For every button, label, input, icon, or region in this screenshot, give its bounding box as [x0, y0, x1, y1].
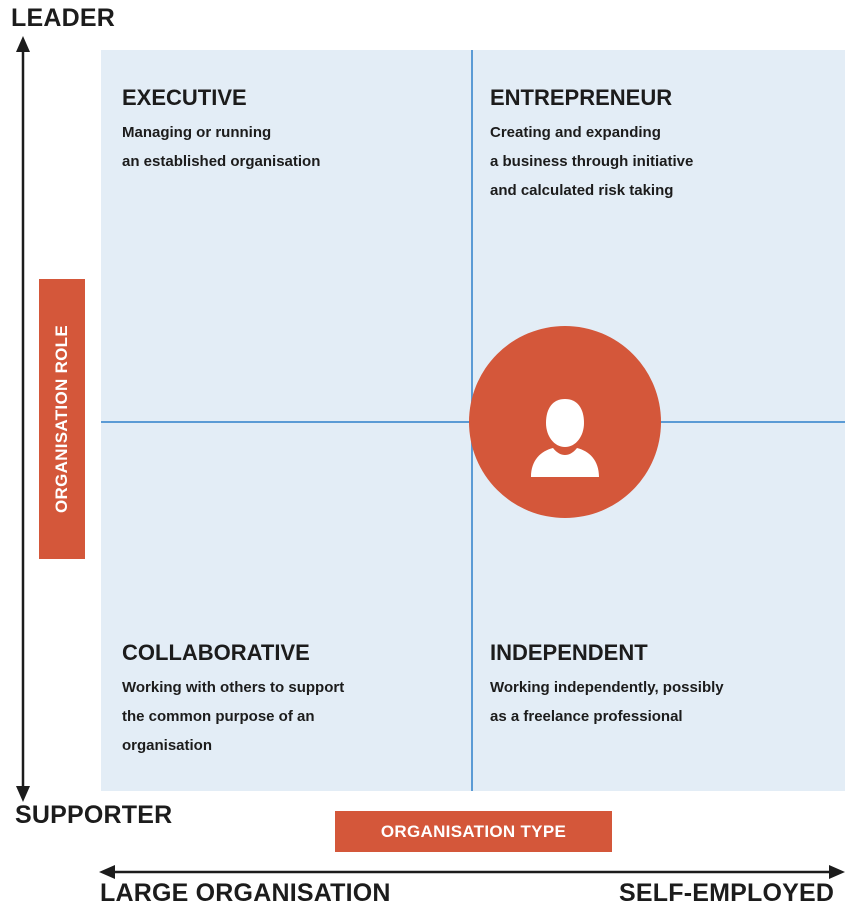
vertical-arrow — [16, 36, 30, 802]
quadrant-title: COLLABORATIVE — [122, 640, 310, 665]
quadrant-independent: INDEPENDENT Working independently, possi… — [490, 640, 724, 731]
quadrant-description: Creating and expanding a business throug… — [490, 118, 693, 205]
quadrant-description: Managing or running an established organ… — [122, 118, 320, 176]
organisation-role-label: ORGANISATION ROLE — [52, 324, 71, 514]
description-line: as a freelance professional — [490, 708, 683, 725]
description-line: Working with others to support — [122, 679, 345, 696]
organisation-type-badge: ORGANISATION TYPE — [335, 811, 612, 852]
person-marker — [469, 326, 661, 518]
quadrant-executive: EXECUTIVE Managing or running an establi… — [122, 85, 320, 176]
description-line: Managing or running — [122, 124, 272, 141]
quadrant-title: EXECUTIVE — [122, 85, 247, 110]
supporter-label: SUPPORTER — [15, 801, 173, 829]
description-line: Working independently, possibly — [490, 679, 724, 696]
description-line: organisation — [122, 737, 213, 754]
quadrant-title: INDEPENDENT — [490, 640, 648, 665]
quadrant-title: ENTREPRENEUR — [490, 85, 673, 110]
description-line: and calculated risk taking — [490, 182, 674, 199]
horizontal-arrow — [99, 865, 845, 879]
quadrant-description: Working with others to support the commo… — [122, 673, 344, 760]
description-line: an established organisation — [122, 153, 321, 170]
description-line: Creating and expanding — [490, 124, 661, 141]
description-line: the common purpose of an — [122, 708, 315, 725]
quadrant-description: Working independently, possibly as a fre… — [490, 673, 724, 731]
person-icon — [531, 399, 599, 477]
description-line: a business through initiative — [490, 153, 694, 170]
self-employed-label: SELF-EMPLOYED — [619, 879, 835, 907]
large-organisation-label: LARGE ORGANISATION — [100, 879, 391, 907]
quadrant-collaborative: COLLABORATIVE Working with others to sup… — [122, 640, 344, 760]
leader-label: LEADER — [11, 4, 115, 32]
organisation-role-badge: ORGANISATION ROLE — [39, 279, 85, 559]
quadrant-entrepreneur: ENTREPRENEUR Creating and expanding a bu… — [490, 85, 693, 205]
